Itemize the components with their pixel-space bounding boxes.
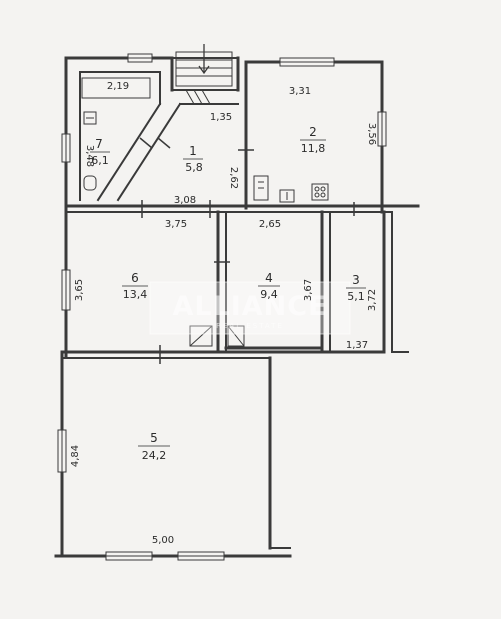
dim-3-48: 3,48 xyxy=(84,145,95,167)
watermark-brand: ALLIANCE xyxy=(172,291,327,322)
wall-room1-diagonal xyxy=(116,102,182,202)
room-4-area: 9,4 xyxy=(260,288,278,301)
bathtub xyxy=(81,77,151,99)
toilet-icon xyxy=(83,175,97,191)
dim-3-75: 3,75 xyxy=(165,219,187,230)
wall-room3-outer xyxy=(391,211,409,353)
room-6-number: 6 xyxy=(131,271,139,285)
sink-icon xyxy=(83,111,97,125)
dim-2-62: 2,62 xyxy=(228,167,239,189)
room-2-number: 2 xyxy=(309,125,317,139)
room-7-area: 6,1 xyxy=(91,154,109,167)
dim-3-08: 3,08 xyxy=(174,195,196,206)
wall-room7-diagonal xyxy=(96,102,162,202)
entrance-stairs xyxy=(175,44,233,105)
dim-1-37: 1,37 xyxy=(346,340,368,351)
room-5-number: 5 xyxy=(150,431,158,445)
room-6-area: 13,4 xyxy=(123,288,148,301)
watermark-sub: REAL ESTATE xyxy=(216,322,284,330)
dim-3-65: 3,65 xyxy=(74,279,85,301)
dim-3-67: 3,67 xyxy=(303,279,314,301)
room-2-area: 11,8 xyxy=(301,142,326,155)
dim-2-19: 2,19 xyxy=(107,81,129,92)
sink-kitchen-icon xyxy=(279,189,295,203)
stove-icon xyxy=(253,175,269,201)
dim-3-31: 3,31 xyxy=(289,86,311,97)
room-3-area: 5,1 xyxy=(347,290,365,303)
gas-stove-icon xyxy=(311,183,329,201)
dim-3-56: 3,56 xyxy=(366,123,377,145)
dim-1-35: 1,35 xyxy=(210,112,232,123)
watermark-box xyxy=(149,281,351,335)
furnace-icon-left xyxy=(189,325,213,347)
window-lines xyxy=(61,57,383,557)
room-5-area: 24,2 xyxy=(142,449,167,462)
watermark: ALLIANCE REAL ESTATE xyxy=(149,281,351,335)
room-1-area: 5,8 xyxy=(185,161,203,174)
room-labels: 7 6,1 1 5,8 2 11,8 6 13,4 4 9,4 3 5,1 5 … xyxy=(90,125,366,462)
dimension-labels: 2,19 1,35 3,31 3,56 3,48 2,62 3,08 3,75 … xyxy=(70,81,378,546)
dim-4-84: 4,84 xyxy=(70,445,81,467)
room-7-number: 7 xyxy=(95,137,103,151)
room-4-number: 4 xyxy=(265,271,273,285)
furnace-icon-right xyxy=(227,325,245,347)
room-1-number: 1 xyxy=(189,144,197,158)
dim-5-00: 5,00 xyxy=(152,535,174,546)
door-marks xyxy=(139,137,355,364)
dim-3-72: 3,72 xyxy=(367,289,378,311)
wall-room7-inner-top xyxy=(79,71,161,105)
dim-2-65: 2,65 xyxy=(259,219,281,230)
fixtures xyxy=(81,77,329,347)
room-3-number: 3 xyxy=(352,273,360,287)
